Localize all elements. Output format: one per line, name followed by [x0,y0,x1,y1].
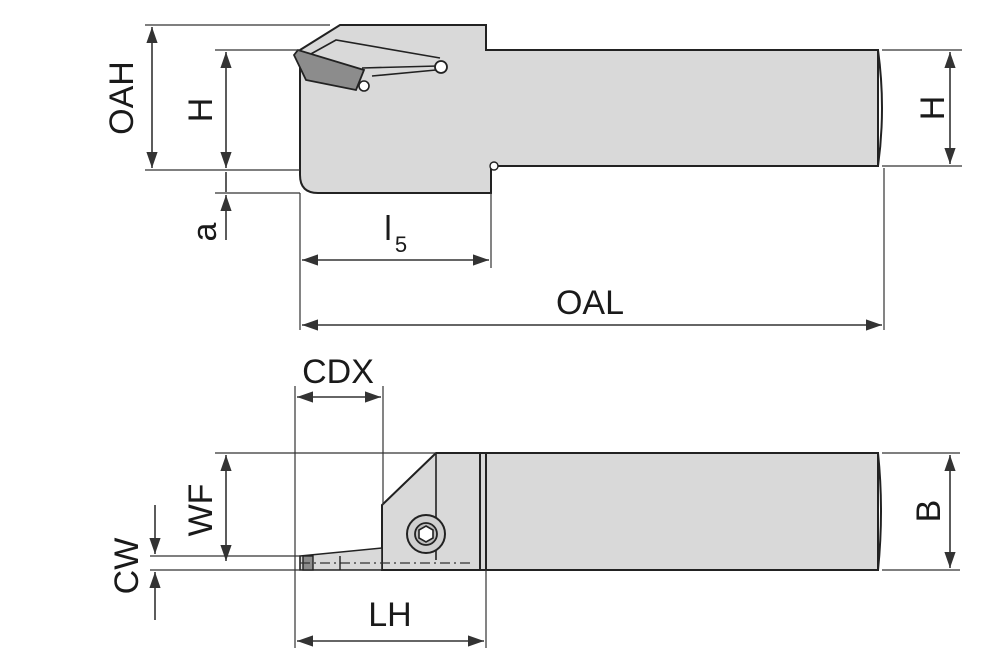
wf-label: WF [182,484,220,537]
side-view-extension-lines [145,24,962,330]
a-label: a [186,222,224,241]
cdx-label: CDX [302,353,374,391]
blade-top [299,547,383,571]
holder-body-side [299,24,879,194]
l5-label: l [384,210,392,248]
relief-notch [489,161,499,171]
l5-subscript: 5 [395,232,407,257]
lh-label: LH [368,596,411,634]
slot-lines [361,65,439,77]
hex-socket-icon [418,525,434,543]
h-right-label: H [914,96,952,121]
oah-label: OAH [103,61,141,135]
b-label: B [910,500,948,523]
oal-label: OAL [556,284,624,322]
pin-hole [358,80,370,92]
holder-shank-top [485,452,879,571]
slot-relief-hole [434,60,448,74]
top-view [299,452,882,571]
cw-label: CW [108,538,146,595]
shank-end-chamfer [877,49,883,167]
h-left-label: H [182,98,220,123]
side-view [292,24,883,194]
holder-head-top [381,452,487,571]
cutting-insert [292,48,366,92]
